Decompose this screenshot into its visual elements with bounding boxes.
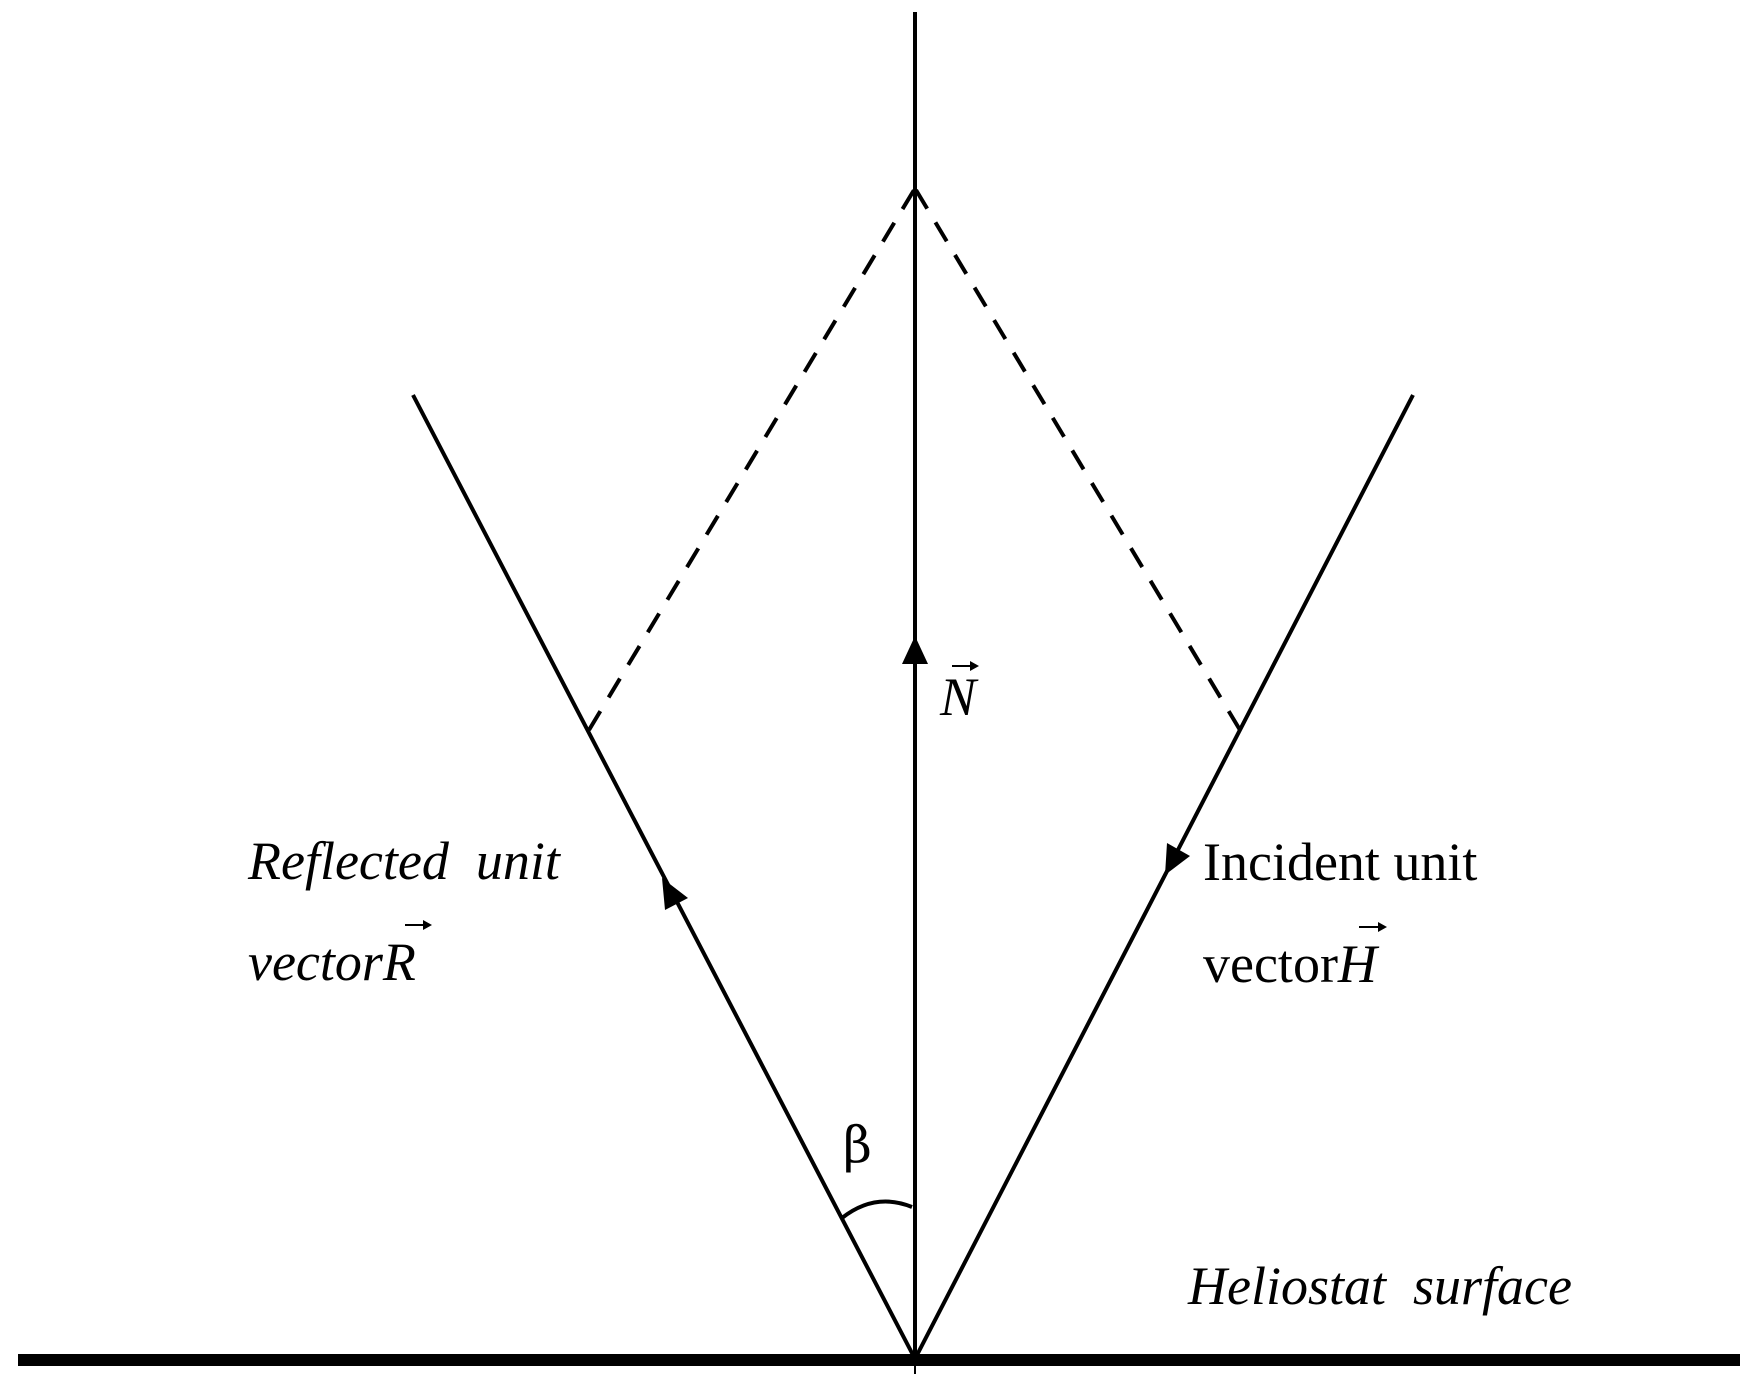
normal-vector-label: N: [939, 661, 979, 727]
reflected-arrowhead: [662, 878, 688, 910]
incident-symbol-overarrow: [1359, 922, 1387, 932]
beta-angle-label: β: [843, 1116, 872, 1174]
incident-label-prefix: vector: [1203, 934, 1338, 994]
reflected-label-line2: vectorR: [248, 932, 416, 992]
dashed-construction-right: [914, 188, 1242, 732]
incident-symbol: H: [1337, 934, 1380, 994]
reflected-label-line1: Reflected unit: [247, 831, 562, 891]
reflected-vector-line: [411, 394, 915, 1356]
incident-arrowhead: [1165, 843, 1190, 875]
normal-arrowhead: [902, 636, 928, 664]
beta-angle-arc: [840, 1199, 913, 1220]
reflected-label-prefix: vector: [248, 932, 384, 992]
incident-label-line2: vectorH: [1203, 934, 1380, 994]
reflected-symbol-overarrow: [405, 920, 432, 930]
reflected-symbol: R: [382, 932, 416, 992]
incident-label-line1: Incident unit: [1203, 832, 1477, 892]
dashed-construction-left: [587, 188, 916, 732]
heliostat-surface-label: Heliostat surface: [1187, 1256, 1572, 1316]
normal-symbol: N: [939, 667, 979, 727]
